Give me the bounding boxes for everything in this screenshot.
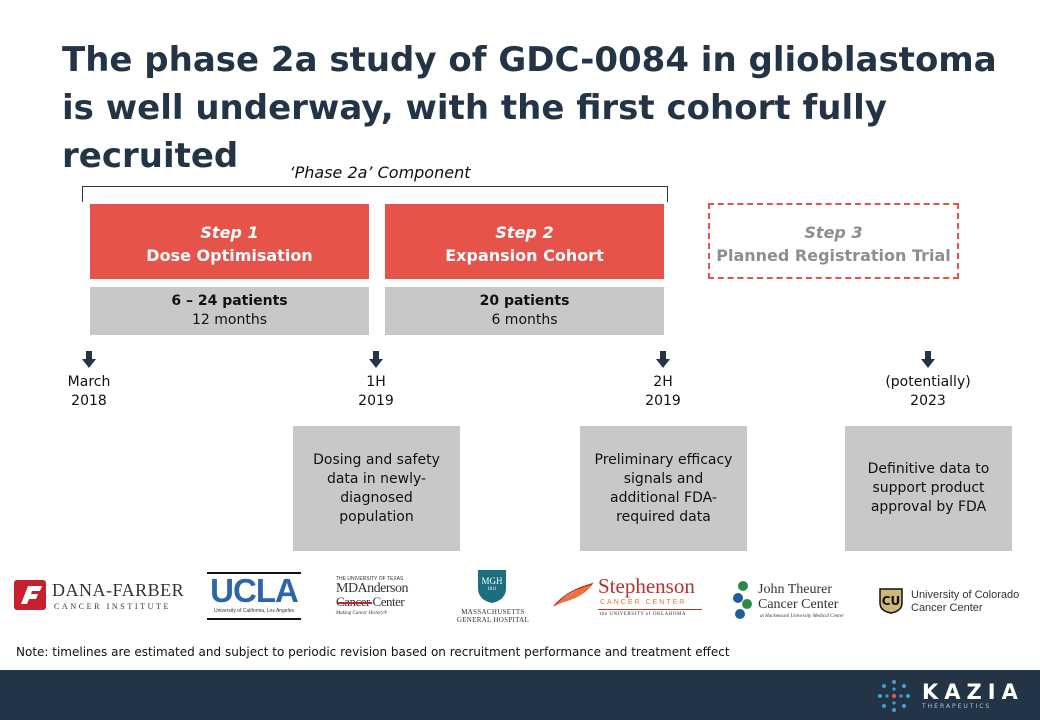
stephenson-logo: Stephenson CANCER CENTER the UNIVERSITY … <box>552 574 704 620</box>
mgh-logo: MGH 1811 MASSACHUSETTS GENERAL HOSPITAL <box>452 568 534 626</box>
strike-line <box>338 602 372 604</box>
phase-2a-label: ‘Phase 2a’ Component <box>289 163 471 182</box>
phase-2a-bracket <box>82 186 668 202</box>
md-anderson-logo: THE UNIVERSITY OF TEXAS MDAnderson Cance… <box>336 576 409 616</box>
arrow-down-icon <box>82 351 96 369</box>
outcome-box-2: Preliminary efficacy signals and additio… <box>580 426 747 551</box>
page-title: The phase 2a study of GDC-0084 in gliobl… <box>62 40 997 176</box>
step-2-patients: 20 patients <box>479 293 570 309</box>
arrow-down-icon <box>921 351 935 369</box>
theurer-leaf-icon <box>733 581 752 619</box>
john-theurer-logo: John Theurer Cancer Center at Hackensack… <box>732 578 866 624</box>
arrow-down-icon <box>656 351 670 369</box>
cu-logo-icon: CU <box>879 588 903 614</box>
kazia-brand: KAZIA <box>922 680 1024 704</box>
outcome-box-1: Dosing and safety data in newly-diagnose… <box>293 426 460 551</box>
footnote: Note: timelines are estimated and subjec… <box>16 645 730 659</box>
step-1-patients: 6 – 24 patients <box>171 293 288 309</box>
kazia-sub: THERAPEUTICS <box>922 703 992 710</box>
mgh-shield-icon <box>478 570 506 603</box>
step-2-name: Expansion Cohort <box>445 246 604 265</box>
feather-icon <box>553 582 594 607</box>
step-2-number: Step 2 <box>495 223 554 242</box>
svg-text:CU: CU <box>882 594 901 608</box>
timeline-date-4: (potentially)2023 <box>885 374 971 409</box>
step-1-number: Step 1 <box>200 223 259 242</box>
dana-farber-logo: DANA-FARBER CANCER INSTITUTE <box>14 578 194 616</box>
dana-farber-icon <box>14 580 46 610</box>
kazia-logo-icon <box>878 680 910 712</box>
footer-bar <box>0 670 1040 720</box>
step-3-number: Step 3 <box>804 223 863 242</box>
arrow-down-icon <box>369 351 383 369</box>
ucla-logo: UCLA University of California, Los Angel… <box>207 572 301 620</box>
step-1-name: Dose Optimisation <box>146 246 313 265</box>
step-3-name: Planned Registration Trial <box>716 246 951 265</box>
step-2-box: Step 2 Expansion Cohort <box>385 204 664 279</box>
step-3-box: Step 3 Planned Registration Trial <box>708 203 959 279</box>
colorado-logo: CU University of Colorado Cancer Center <box>877 586 1027 616</box>
step-2-patients-box: 20 patients 6 months <box>385 287 664 335</box>
step-1-duration: 12 months <box>192 312 267 328</box>
step-1-box: Step 1 Dose Optimisation <box>90 204 369 279</box>
step-1-patients-box: 6 – 24 patients 12 months <box>90 287 369 335</box>
outcome-box-3: Definitive data to support product appro… <box>845 426 1012 551</box>
step-2-duration: 6 months <box>491 312 558 328</box>
